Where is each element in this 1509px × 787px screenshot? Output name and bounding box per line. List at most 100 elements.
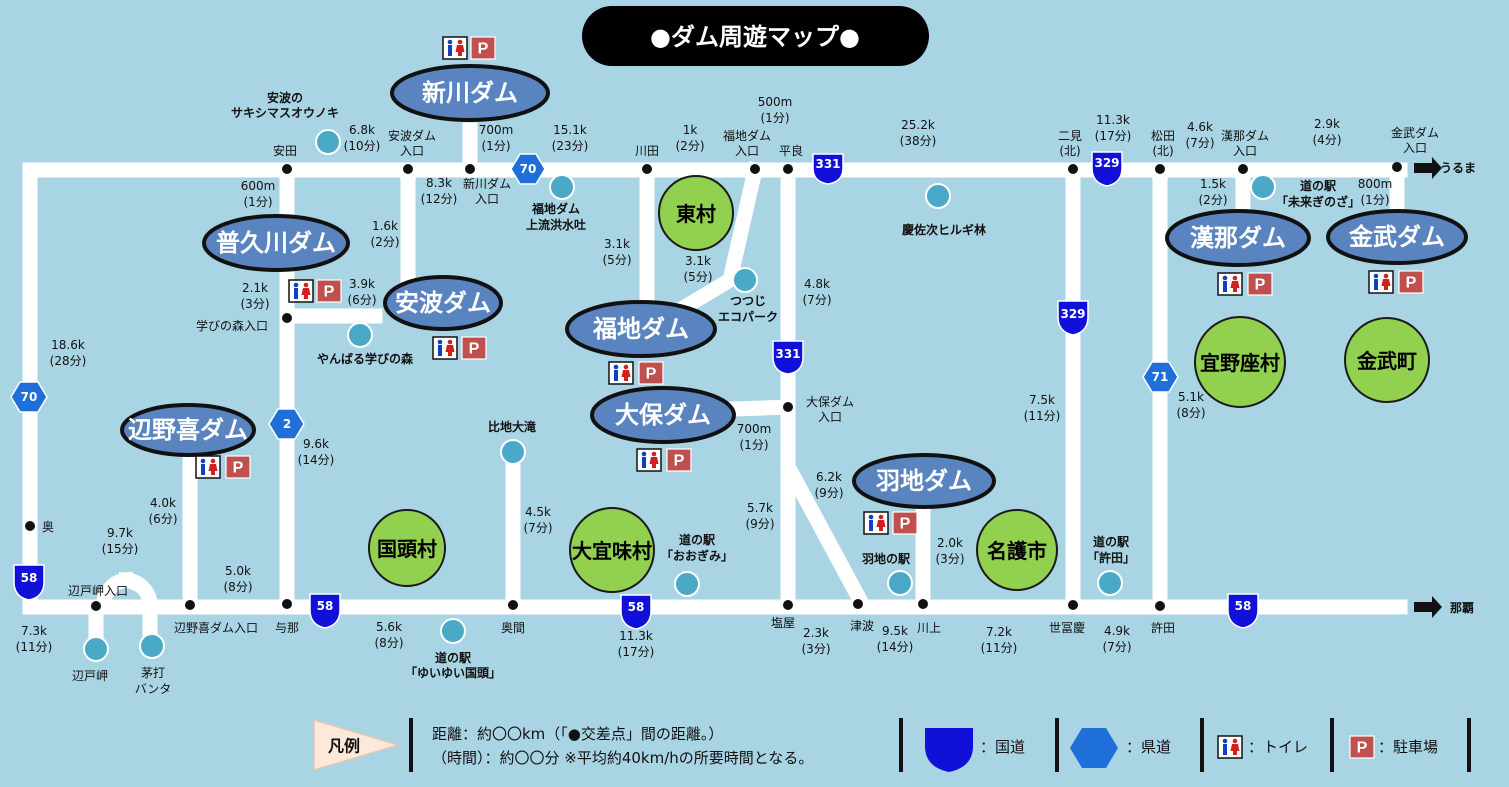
dam-aha[interactable]: 安波ダム: [383, 275, 503, 360]
place-label: 福地ダム: [531, 201, 580, 216]
svg-text:71: 71: [1152, 370, 1169, 384]
distance-label: (5分): [603, 253, 632, 267]
distance-label: 2.3k: [803, 626, 829, 640]
dam-kin[interactable]: 金武ダム: [1326, 209, 1468, 294]
distance-label: (1分): [1361, 193, 1390, 207]
distance-label: 11.3k: [1096, 113, 1130, 127]
place-labels: 安波の サキシマスオウノキ 安田 安波ダム 入口 新川ダム 入口 川田 福地ダム…: [42, 90, 1439, 696]
distance-label: (14分): [877, 640, 914, 654]
place-label: 「未来ぎのざ」: [1276, 194, 1360, 209]
distance-label: (2分): [371, 235, 400, 249]
distance-label: (11分): [1024, 409, 1061, 423]
distance-label: 700m: [737, 422, 772, 436]
distance-label: (1分): [761, 111, 790, 125]
distance-label: 6.8k: [349, 123, 375, 137]
municipality-ginoza: 宜野座村: [1194, 316, 1286, 408]
distance-label: 9.5k: [882, 624, 908, 638]
prefectural-road-2-shield: 2: [268, 408, 305, 440]
svg-text:福地ダム: 福地ダム: [592, 315, 689, 343]
parking-icon: [638, 361, 664, 385]
toilet-icon: [636, 448, 662, 472]
municipality-kunigami: 国頭村: [368, 509, 446, 587]
distance-label: (38分): [900, 134, 937, 148]
parking-icon: [316, 279, 342, 303]
distance-label: (17分): [618, 645, 655, 659]
place-label: 道の駅: [679, 532, 716, 547]
svg-text:東村: 東村: [676, 202, 716, 226]
distance-label: (1分): [244, 195, 273, 209]
distance-label: (4分): [1313, 133, 1342, 147]
toilet-icon: [863, 511, 889, 535]
legend-parking: ：駐車場: [1378, 738, 1438, 756]
distance-label: (3分): [802, 642, 831, 656]
distance-label: 11.3k: [619, 629, 653, 643]
place-label: 比地大滝: [488, 419, 536, 434]
place-label: 与那: [275, 621, 299, 635]
dam-fukugawa[interactable]: 普久川ダム: [202, 214, 350, 303]
national-road-legend-icon: [925, 728, 973, 772]
place-label: エコパーク: [718, 310, 778, 324]
parking-icon: [461, 336, 487, 360]
distance-label: (2分): [1199, 193, 1228, 207]
distance-label: 3.9k: [349, 277, 375, 291]
place-label: 道の駅: [1300, 178, 1337, 193]
svg-text:大宜味村: 大宜味村: [572, 539, 652, 563]
distance-label: 2.0k: [937, 536, 963, 550]
svg-text:普久川ダム: 普久川ダム: [216, 229, 336, 257]
svg-text:新川ダム: 新川ダム: [422, 79, 518, 107]
distance-label: 800m: [1358, 177, 1393, 191]
toilet-icon: [442, 36, 468, 60]
place-label: 新川ダム: [463, 176, 511, 191]
dam-kanna[interactable]: 漢那ダム: [1165, 209, 1311, 296]
distance-label: 700m: [479, 123, 514, 137]
dam-benoki[interactable]: 辺野喜ダム: [120, 403, 256, 479]
national-road-331-shield: 331: [812, 153, 844, 185]
distance-label: (7分): [1186, 136, 1215, 150]
distance-label: (10分): [344, 139, 381, 153]
place-label: 羽地の駅: [862, 551, 911, 566]
place-label: 辺野喜ダム入口: [174, 620, 258, 635]
place-label: 入口: [475, 192, 499, 206]
svg-text:金武ダム: 金武ダム: [1348, 223, 1445, 251]
distance-label: (28分): [50, 354, 87, 368]
dam-haji[interactable]: 羽地ダム: [852, 453, 996, 535]
distance-label: 18.6k: [51, 338, 85, 352]
distance-label: 1.5k: [1200, 177, 1226, 191]
distance-label: 4.0k: [150, 496, 176, 510]
place-label: 慶佐次ヒルギ林: [902, 222, 986, 237]
parking-icon: [892, 511, 918, 535]
parking-icon: [1349, 735, 1375, 759]
dam-fukuji[interactable]: 福地ダム: [565, 300, 717, 385]
svg-text:58: 58: [628, 600, 645, 614]
place-label: 安田: [273, 143, 297, 158]
svg-text:70: 70: [21, 390, 38, 404]
distance-label: 7.2k: [986, 625, 1012, 639]
distance-label: 5.6k: [376, 620, 402, 634]
place-label: バンタ: [135, 682, 172, 696]
place-label: 辺戸岬: [72, 669, 108, 683]
place-uruma: うるま: [1440, 161, 1476, 175]
distance-label: 500m: [758, 95, 793, 109]
place-label: つつじ: [730, 294, 766, 308]
dam-oho[interactable]: 大保ダム: [590, 386, 736, 472]
distance-label: (3分): [936, 552, 965, 566]
toilet-icon: [432, 336, 458, 360]
toilet-icon: [1217, 272, 1243, 296]
legend-distance: 距離：約〇〇km（「●交差点」間の距離。）: [432, 725, 723, 743]
legend-title-tag: 凡例: [313, 718, 401, 772]
toilet-icon: [195, 455, 221, 479]
distance-label: (7分): [1103, 640, 1132, 654]
legend: 凡例 距離：約〇〇km（「●交差点」間の距離。） （時間）：約〇〇分 ※平均約4…: [313, 718, 1471, 772]
roads: [22, 122, 1408, 648]
place-label: 奥: [42, 520, 54, 534]
municipality-kin: 金武町: [1344, 317, 1430, 403]
place-label: 津波: [850, 619, 874, 633]
distance-label: (23分): [552, 139, 589, 153]
distance-label: (8分): [375, 636, 404, 650]
municipality-nago: 名護市: [976, 509, 1058, 591]
svg-text:331: 331: [815, 157, 840, 171]
dam-shinkawa[interactable]: 新川ダム: [390, 36, 550, 122]
place-label: 安波の: [267, 90, 303, 105]
distance-label: 5.0k: [225, 564, 251, 578]
